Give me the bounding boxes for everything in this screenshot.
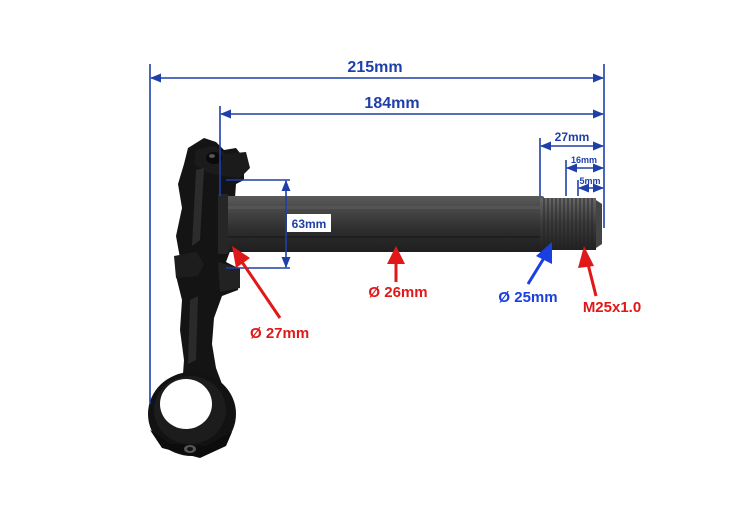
triple-clamp <box>148 138 250 458</box>
stem-length-label: 184mm <box>364 95 419 112</box>
base-diameter-label: Ø 27mm <box>250 325 309 342</box>
lower-clamp-ring <box>148 372 236 458</box>
dimension-lines <box>149 64 605 404</box>
stem-tube <box>218 194 544 254</box>
clamp-mid-tab <box>174 252 204 278</box>
thread-length-mid-label: 16mm <box>571 155 597 165</box>
tip-diameter-label: Ø 25mm <box>498 289 557 306</box>
thread-spec-label: M25x1.0 <box>583 299 641 316</box>
thread-spec-arrow <box>578 246 598 297</box>
threaded-end <box>540 198 602 250</box>
tube-diameter-arrow <box>387 246 405 282</box>
base-diameter-arrow <box>232 246 282 319</box>
tube-diameter-label: Ø 26mm <box>368 284 427 301</box>
clamp-height-label: 63mm <box>292 217 327 231</box>
thread-length-outer-label: 27mm <box>555 130 590 144</box>
overall-length-label: 215mm <box>347 59 402 76</box>
thread-length-inner-label: 5mm <box>579 176 600 186</box>
clamp-top-knuckle <box>194 146 250 178</box>
tip-diameter-arrow <box>526 242 552 285</box>
